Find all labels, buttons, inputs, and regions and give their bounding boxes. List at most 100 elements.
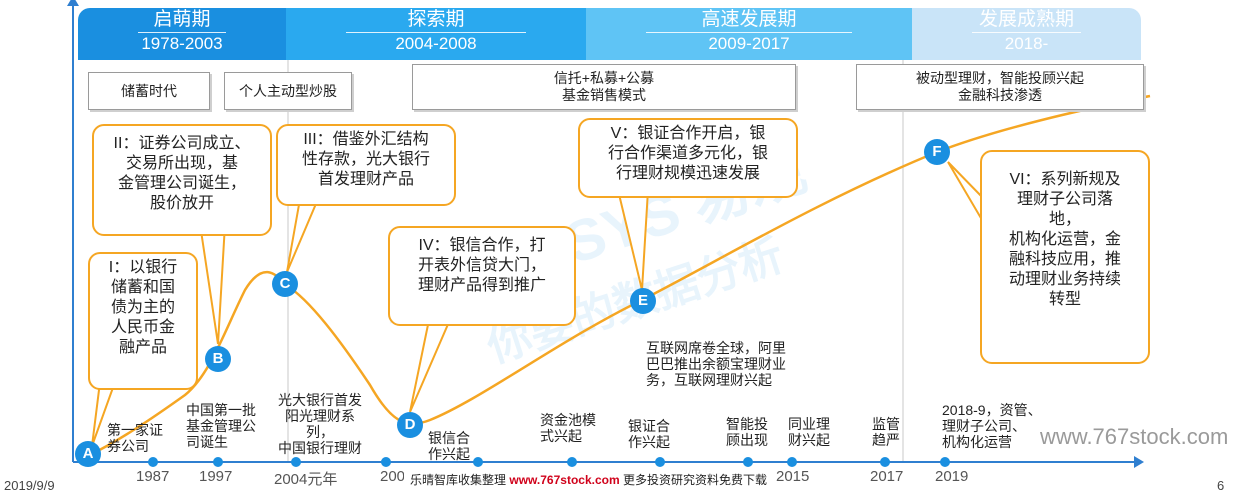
tag-label: 基金销售模式 — [562, 87, 646, 103]
year-label: 2017 — [870, 468, 904, 485]
callout-stage-1: I：以银行 储蓄和国 债为主的 人民币金 融产品 — [88, 252, 198, 390]
banner-url[interactable]: www.767stock.com — [509, 473, 620, 487]
year-label: 2019 — [935, 468, 969, 485]
event-wealth-subsidiaries: 2018-9，资管、 理财子公司、 机构化运营 — [942, 402, 1042, 450]
event-line: 光大银行首发 — [278, 392, 362, 408]
phase-gaosu: 高速发展期 2009-2017 — [586, 8, 912, 60]
callout-line: 机构化运营，金 — [1008, 231, 1121, 248]
event-line: 中国第一批 — [186, 402, 256, 418]
event-line: 阳光理财系 — [285, 408, 355, 424]
page-number: 6 — [1217, 478, 1225, 493]
tag-label: 个人主动型炒股 — [239, 82, 337, 99]
callout-line: 储蓄和国 — [110, 279, 175, 296]
event-bank-trust-cooperation: 银信合 作兴起 — [428, 430, 470, 462]
event-line: 顾出现 — [726, 432, 768, 448]
phase-chengshu: 发展成熟期 2018- — [912, 8, 1141, 60]
event-first-fund-companies: 中国第一批 基金管理公 司诞生 — [186, 402, 256, 450]
callout-line: 交易所出现，基 — [125, 155, 238, 172]
callout-stage-6: VI：系列新规及 理财子公司落 地， 机构化运营，金 融科技应用，推 动理财业务… — [980, 150, 1150, 364]
callout-line: 地， — [1048, 211, 1081, 228]
callout-line: 行理财规模迅速发展 — [615, 165, 760, 182]
event-line: 同业理 — [788, 416, 830, 432]
event-line: 趋严 — [872, 432, 900, 448]
callout-line: 金管理公司诞生， — [117, 175, 246, 192]
event-line: 列， — [306, 424, 334, 440]
stage-node-f: F — [924, 139, 950, 165]
event-first-securities-firm: 第一家证 券公司 — [107, 422, 163, 454]
event-line: 中国银行理财 — [278, 440, 362, 456]
callout-line: 人民币金 — [110, 319, 175, 336]
callout-line: III：借鉴外汇结构 — [303, 131, 429, 148]
year-label: 2004元年 — [274, 471, 338, 488]
event-robo-advisor: 智能投 顾出现 — [726, 416, 768, 448]
tag-fund-sales-model: 信托+私募+公募 基金销售模式 — [412, 64, 796, 110]
website-watermark: www.767stock.com — [1040, 424, 1229, 449]
event-line: 2018-9，资管、 — [942, 402, 1042, 418]
callout-stage-3: III：借鉴外汇结构 性存款，光大银行 首发理财产品 — [276, 124, 456, 206]
banner-prefix: 乐晴智库收集整理 — [410, 473, 507, 487]
callout-line: 融科技应用，推 — [1008, 251, 1121, 268]
phase-divider — [972, 32, 1081, 33]
phase-name: 发展成熟期 — [978, 9, 1074, 30]
banner-suffix: 更多投资研究资料免费下载 — [622, 473, 767, 487]
callout-line: 理财子公司落 — [1016, 191, 1113, 208]
event-interbank-wealth: 同业理 财兴起 — [788, 416, 830, 448]
event-line: 务，互联网理财兴起 — [646, 372, 772, 388]
event-line: 机构化运营 — [942, 434, 1012, 450]
callout-line: 股价放开 — [149, 195, 214, 212]
event-line: 司诞生 — [186, 434, 228, 450]
phase-years: 2004-2008 — [395, 34, 477, 53]
phase-divider — [138, 32, 226, 33]
stage-node-b: B — [205, 346, 231, 372]
phase-name: 探索期 — [407, 9, 465, 30]
callout-line: 动理财业务持续 — [1008, 271, 1121, 288]
tag-label: 储蓄时代 — [121, 82, 177, 99]
stage-node-e: E — [630, 288, 656, 314]
callout-line: 首发理财产品 — [317, 171, 414, 188]
callout-line: 融产品 — [118, 339, 167, 356]
callout-line: I：以银行 — [108, 259, 178, 276]
event-line: 基金管理公 — [186, 418, 256, 434]
event-everbright-sunshine: 光大银行首发 阳光理财系 列， 中国银行理财 — [278, 392, 362, 456]
callout-line: 性存款，光大银行 — [301, 151, 430, 168]
event-fund-pool-model: 资金池模 式兴起 — [540, 412, 596, 444]
callout-line: 债为主的 — [110, 299, 175, 316]
callout-line: 理财产品得到推广 — [417, 277, 546, 294]
tag-label: 金融科技渗透 — [958, 87, 1042, 103]
event-line: 银证合 — [628, 418, 670, 434]
event-line: 监管 — [872, 416, 900, 432]
tag-passive-robo-advisor: 被动型理财，智能投顾兴起 金融科技渗透 — [856, 64, 1144, 110]
event-stricter-regulation: 监管 趋严 — [872, 416, 900, 448]
x-axis-arrow — [1134, 456, 1144, 468]
event-line: 第一家证 — [107, 422, 163, 438]
tag-savings-era: 储蓄时代 — [88, 72, 210, 110]
callout-line: V：银证合作开启，银 — [610, 125, 766, 142]
event-line: 作兴起 — [628, 434, 670, 450]
event-line: 银信合 — [428, 430, 470, 446]
year-label: 200 — [380, 468, 406, 485]
callout-line: II：证券公司成立、 — [113, 135, 251, 152]
callout-stage-5: V：银证合作开启，银 行合作渠道多元化，银 行理财规模迅速发展 — [578, 118, 798, 198]
phase-name: 启萌期 — [153, 9, 211, 30]
callout-stage-2: II：证券公司成立、 交易所出现，基 金管理公司诞生， 股价放开 — [92, 124, 272, 236]
event-line: 理财子公司、 — [942, 418, 1026, 434]
phase-years: 2009-2017 — [708, 34, 790, 53]
callout-line: IV：银信合作，打 — [418, 237, 546, 254]
phase-years: 1978-2003 — [141, 34, 223, 53]
callout-line: 转型 — [1048, 291, 1081, 308]
event-line: 互联网席卷全球，阿里 — [646, 340, 786, 356]
callout-stage-4: IV：银信合作，打 开表外信贷大门， 理财产品得到推广 — [388, 226, 576, 326]
stage-node-d: D — [397, 412, 423, 438]
tag-label: 信托+私募+公募 — [553, 70, 655, 86]
phase-qimeng: 启萌期 1978-2003 — [78, 8, 286, 60]
year-label: 1997 — [199, 468, 233, 485]
event-line: 作兴起 — [428, 446, 470, 462]
x-axis-ticks — [148, 457, 950, 467]
event-line: 巴巴推出余额宝理财业 — [646, 356, 786, 372]
event-line: 券公司 — [107, 438, 149, 454]
phase-name: 高速发展期 — [701, 9, 797, 30]
callout-line: 开表外信贷大门， — [417, 257, 546, 274]
phase-divider — [646, 32, 852, 33]
event-line: 式兴起 — [540, 428, 582, 444]
event-line: 智能投 — [726, 416, 768, 432]
